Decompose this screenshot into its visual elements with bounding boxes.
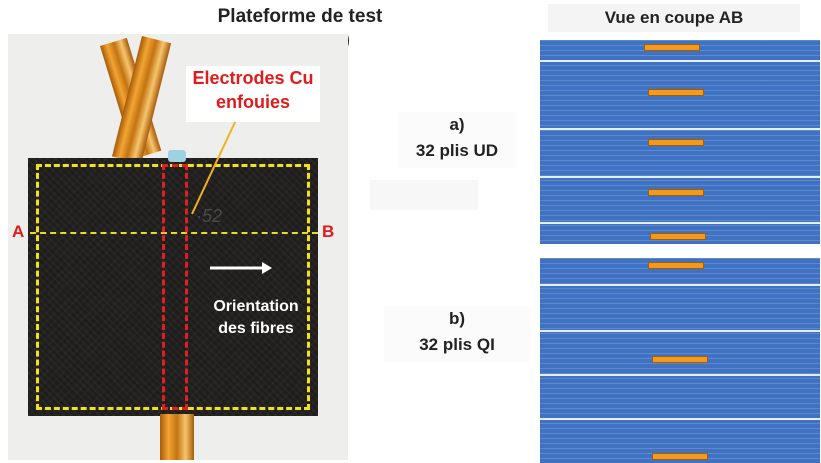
ply-separator xyxy=(540,222,820,224)
connector xyxy=(168,150,186,162)
carbon-plate xyxy=(28,158,318,416)
electrodes-label-line2: enfouies xyxy=(215,92,290,112)
photo-title: Plateforme de test xyxy=(217,6,383,27)
fiber-label-line1: Orientation xyxy=(213,298,299,315)
ply-separator xyxy=(540,60,820,62)
cross-section-ud xyxy=(540,40,820,244)
fiber-orientation-label: Orientation des fibres xyxy=(196,296,316,340)
electrode-2 xyxy=(652,356,708,363)
electrode-4 xyxy=(648,189,704,196)
ply-separator xyxy=(540,284,820,286)
electrode-strip-outline xyxy=(162,164,188,410)
panel-b-label: b) 32 plis QI xyxy=(384,306,530,362)
ply-separator xyxy=(540,418,820,420)
fiber-label-line2: des fibres xyxy=(218,320,294,337)
plate-marking: ·52 xyxy=(196,206,223,226)
panel-a-label: a) 32 plis UD xyxy=(398,112,516,168)
copper-tape-bottom xyxy=(160,414,194,460)
electrode-1 xyxy=(644,44,700,51)
panel-a-tag: a) xyxy=(449,115,465,134)
point-a-label: A xyxy=(12,222,25,241)
section-line-ab xyxy=(30,232,318,234)
panel-b-tag: b) xyxy=(448,309,466,328)
ply-separator xyxy=(540,330,820,332)
electrode-3 xyxy=(652,453,708,460)
blank-placeholder xyxy=(370,180,478,210)
panel-a-desc: 32 plis UD xyxy=(415,141,499,160)
electrodes-label-line1: Electrodes Cu xyxy=(192,68,314,88)
panel-b-desc: 32 plis QI xyxy=(419,335,495,354)
electrode-1 xyxy=(648,262,704,269)
electrode-3 xyxy=(648,139,704,146)
point-b-label: B xyxy=(322,222,335,241)
ply-separator xyxy=(540,176,820,178)
cross-section-qi xyxy=(540,258,820,463)
ply-separator xyxy=(540,374,820,376)
electrode-5 xyxy=(650,233,706,240)
ply-separator xyxy=(540,128,820,130)
electrodes-callout: Electrodes Cu enfouies xyxy=(186,66,320,122)
cross-section-title: Vue en coupe AB xyxy=(548,4,800,32)
electrode-2 xyxy=(648,89,704,96)
